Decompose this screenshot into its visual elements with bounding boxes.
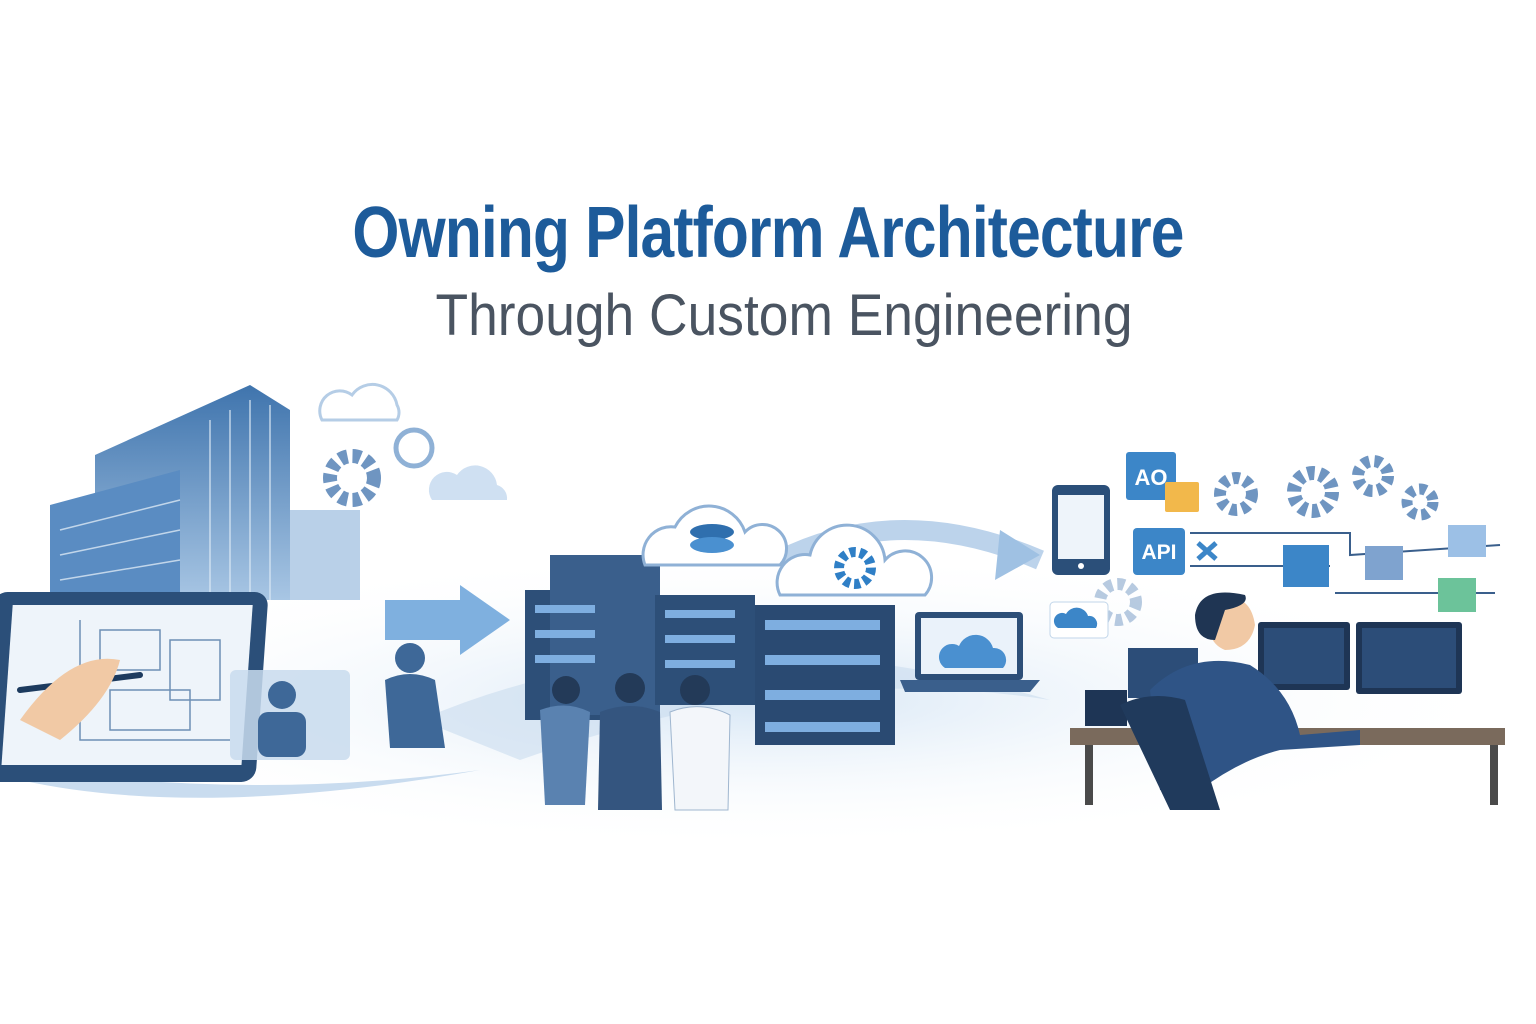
api-badge-label: API (1141, 541, 1176, 564)
office-building (50, 385, 360, 600)
flow-arrow (385, 585, 510, 655)
cloud-icon (318, 382, 401, 422)
cloud-icon (428, 465, 508, 500)
close-icon (1196, 541, 1218, 561)
page-subtitle: Through Custom Engineering (435, 283, 1133, 348)
arrow-head (995, 530, 1040, 580)
puzzle-piece-icon (1448, 525, 1486, 557)
page-title: Owning Platform Architecture (352, 193, 1184, 273)
presenter-figure (385, 643, 445, 748)
gear-cluster (1094, 455, 1439, 626)
phone-icon (1052, 485, 1110, 575)
puzzle-piece-icon (1283, 545, 1329, 587)
ao-badge: AO (1126, 452, 1176, 500)
developer-workstation (1070, 592, 1505, 810)
swoosh (20, 770, 480, 798)
puzzle-piece-icon (1365, 546, 1403, 580)
gear-icon (393, 427, 435, 469)
gear-icon (323, 449, 381, 507)
cloud-chat-icon (1049, 601, 1109, 639)
cloud-gear-icon (775, 523, 934, 597)
team-figures (540, 673, 731, 811)
api-badge: API (1133, 528, 1185, 575)
ao-badge-label: AO (1135, 465, 1168, 490)
chat-bubble-icon (1165, 482, 1199, 512)
hand (20, 658, 120, 740)
laptop-cloud (900, 612, 1040, 692)
cloud-database-icon (641, 504, 788, 567)
puzzle-piece-icon (1438, 578, 1476, 612)
